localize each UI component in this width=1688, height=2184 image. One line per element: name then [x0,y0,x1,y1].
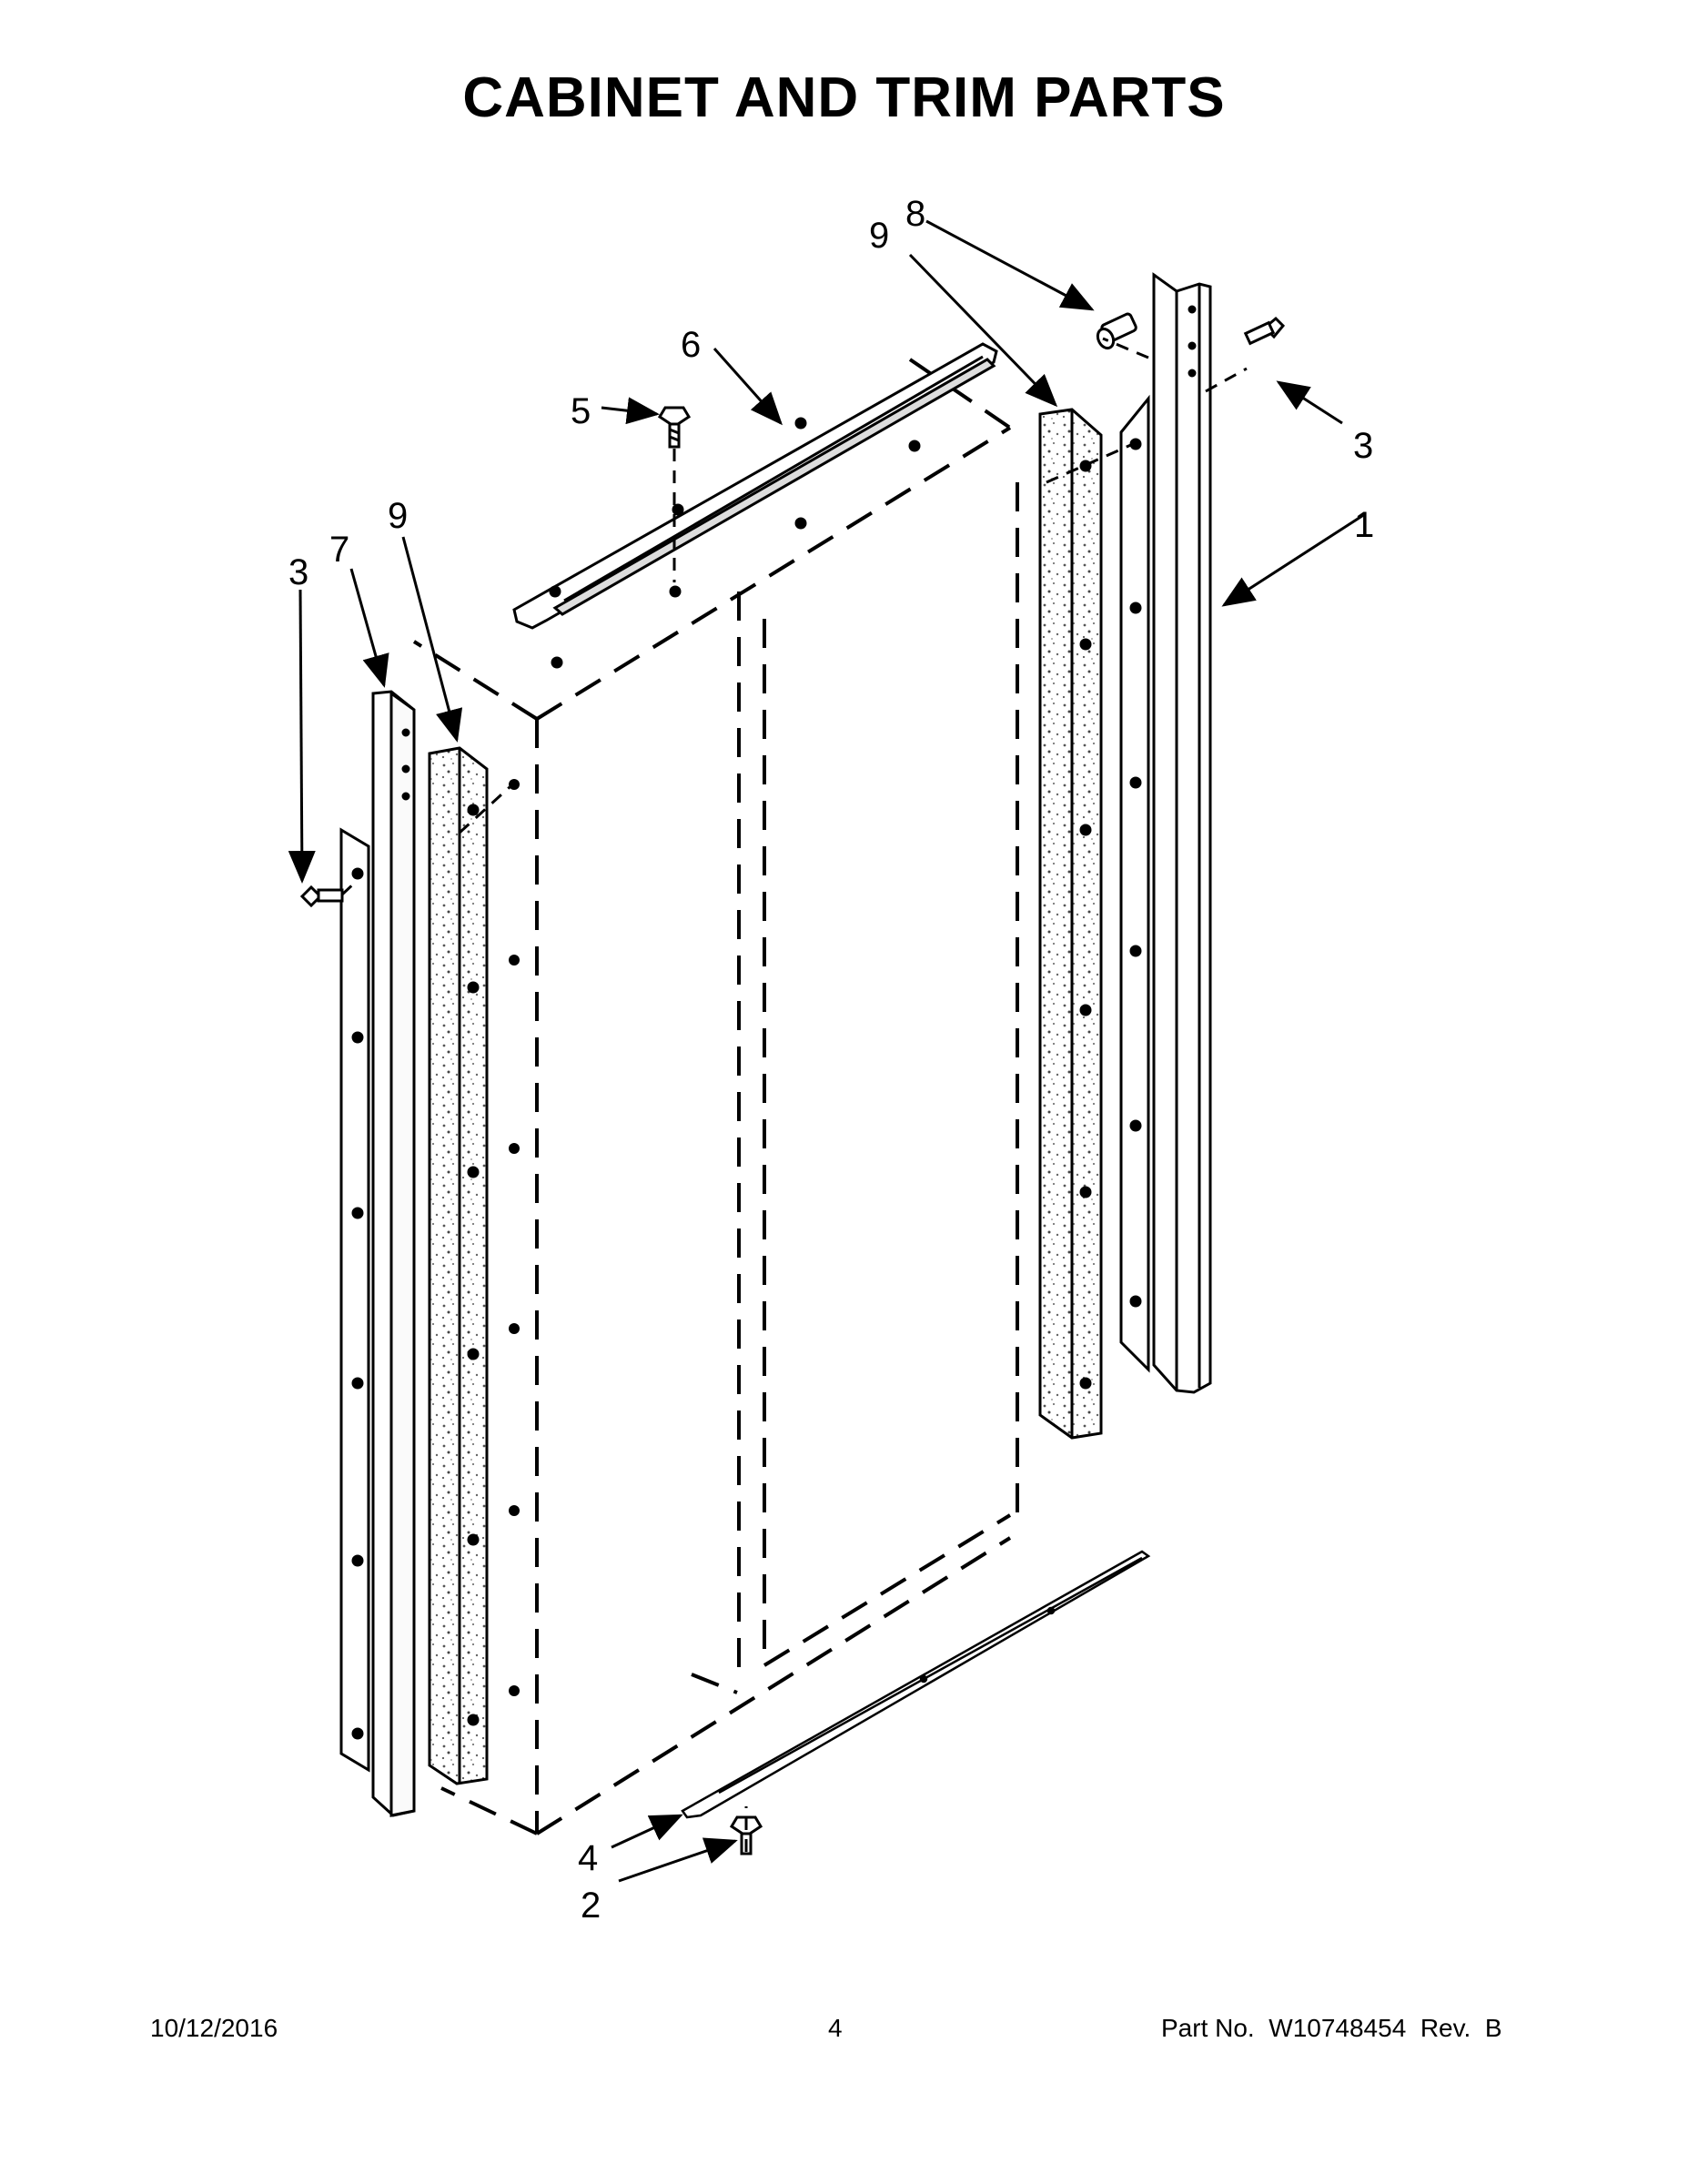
cabinet-holes-left [509,779,520,1696]
callout-7: 7 [329,530,349,570]
footer-date: 10/12/2016 [150,2014,278,2042]
callout-1: 1 [1354,505,1374,545]
left-trim-part-3 [339,827,370,1773]
callout-3-left: 3 [288,552,308,592]
left-foam-part-9 [428,746,489,1785]
screw-part-3-left [299,885,344,908]
cabinet-outline [412,358,1019,1835]
callout-5: 5 [571,391,591,431]
screw-part-5 [657,406,692,449]
left-trim-part-7 [371,690,416,1817]
callout-9-right: 9 [869,216,889,256]
callout-9-left: 9 [388,496,408,536]
right-trim-part-3 [1119,394,1150,1373]
leader-lines [288,219,1366,1883]
right-trim-part-1 [1152,272,1212,1394]
callout-4: 4 [578,1838,598,1878]
callout-6: 6 [681,325,701,365]
attachment-lines [340,337,1248,1852]
pin-part-8 [1096,312,1137,350]
footer-page-number: 4 [828,2014,843,2042]
right-foam-part-9 [1038,408,1103,1440]
top-bracket-part-6 [512,342,998,669]
callout-8: 8 [905,194,925,234]
callout-2: 2 [581,1886,601,1926]
callout-3-right: 3 [1353,426,1373,466]
screw-part-3-right [1243,316,1286,346]
footer-part-number: Part No. W10748454 Rev. B [1161,2014,1502,2042]
page-title: CABINET AND TRIM PARTS [462,66,1226,129]
bottom-strip-part-4 [681,1550,1151,1819]
